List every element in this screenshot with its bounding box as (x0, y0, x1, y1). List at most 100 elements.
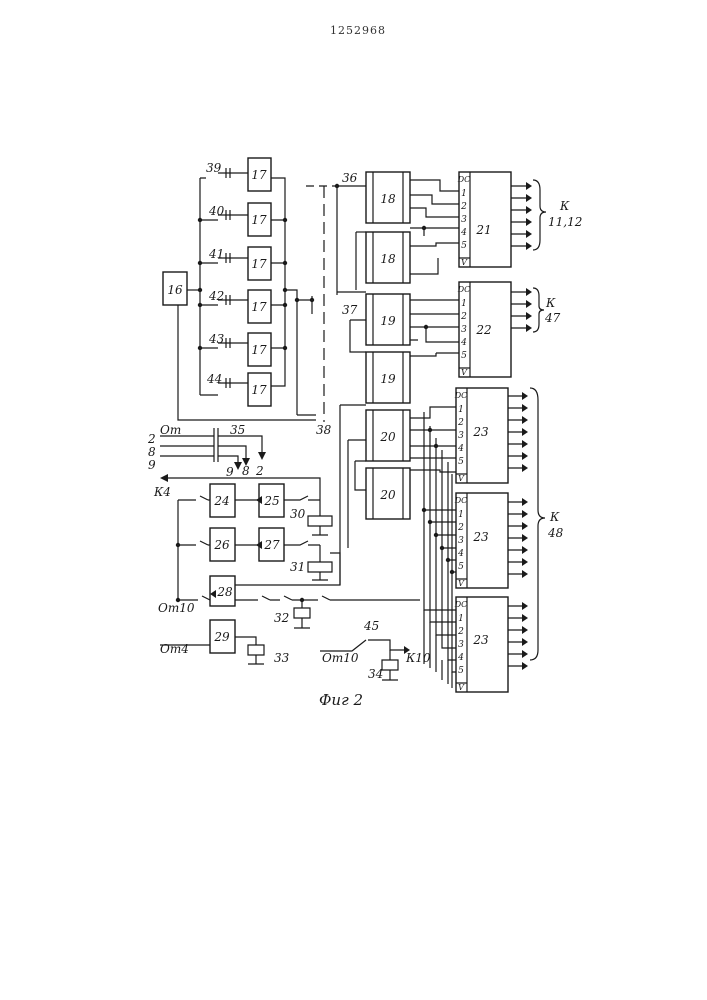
pin-23c-2: 2 (457, 627, 464, 637)
blocks-24-29: 24 25 26 27 28 29 (210, 484, 284, 653)
bus-to-23 (422, 412, 456, 688)
k-label-1: К (559, 199, 570, 213)
pin-23b-5: 5 (458, 562, 464, 572)
label-43: 43 (208, 332, 225, 346)
label-38: 38 (316, 423, 332, 437)
block-27-label: 27 (263, 538, 280, 552)
from-4-label: От4 (160, 642, 189, 656)
blocks-17: 17 17 17 17 17 17 (248, 158, 271, 406)
k-target-47: 47 (544, 311, 561, 325)
pin-22-3: 3 (461, 325, 467, 335)
block-23b-label: 23 (472, 530, 489, 544)
block-21-label: 21 (475, 223, 491, 237)
block-17-c-label: 17 (251, 257, 267, 271)
block-29-label: 29 (213, 630, 230, 644)
label-35: 35 (230, 423, 245, 437)
label-32: 32 (274, 611, 289, 625)
pin-21-1: 1 (461, 189, 467, 199)
k4-label: К4 (153, 485, 171, 499)
dc-label-23a: DC (454, 391, 468, 400)
figure-caption: Фиг 2 (319, 691, 363, 709)
input-9: 9 (148, 458, 156, 472)
pin-23c-4: 4 (457, 653, 464, 663)
block-20-a-label: 20 (379, 430, 396, 444)
label-45: 45 (363, 619, 379, 633)
block-22-label: 22 (475, 323, 491, 337)
input-from-label: От (160, 423, 181, 437)
pin-23b-4: 4 (457, 549, 464, 559)
pin-23a-3: 3 (458, 431, 464, 441)
label-44: 44 (206, 372, 222, 386)
pin-22-1: 1 (461, 299, 467, 309)
pin-21-5: 5 (461, 241, 467, 251)
pin-23c-3: 3 (458, 640, 464, 650)
label-33: 33 (274, 651, 290, 665)
dc-label-23b: DC (454, 496, 468, 505)
decoder-23-a: DC 1 2 3 4 5 V 23 (454, 388, 508, 483)
output-2: 2 (255, 464, 264, 478)
block-23a-label: 23 (472, 425, 489, 439)
block-17-b-label: 17 (251, 213, 267, 227)
pin-23b-3: 3 (458, 536, 464, 546)
block-16: 16 (163, 272, 187, 305)
k10-label: К10 (405, 651, 431, 665)
dc-label-21: DC (457, 175, 471, 184)
wiring-to-decoders (410, 180, 459, 472)
pin-23a-1: 1 (458, 405, 464, 415)
pin-22-5: 5 (461, 351, 467, 361)
block-18-b-label: 18 (380, 252, 396, 266)
decoder-21: DC 1 2 3 4 5 V 21 (457, 172, 511, 267)
label-37: 37 (342, 303, 358, 317)
pin-23b-1: 1 (458, 510, 464, 520)
label-30: 30 (290, 507, 306, 521)
input-8: 8 (148, 445, 156, 459)
block-26-label: 26 (213, 538, 230, 552)
pin-23a-4: 4 (457, 444, 464, 454)
label-36: 36 (342, 171, 358, 185)
switch-45: 45 От10 К10 34 (320, 619, 431, 681)
patent-number: 1252968 (330, 24, 386, 37)
label-31: 31 (290, 560, 305, 574)
block-17-e-label: 17 (251, 343, 267, 357)
block-17-a-label: 17 (251, 168, 267, 182)
block-23c-label: 23 (472, 633, 489, 647)
pin-23c-5: 5 (458, 666, 464, 676)
pin-22-4: 4 (460, 338, 467, 348)
label-34: 34 (368, 667, 383, 681)
input-switch-35: От 2 8 9 35 9 8 2 (147, 423, 266, 479)
output-braces: К 11,12 К 47 К 48 (530, 180, 582, 660)
buttons-39-44: 39 40 41 42 43 44 (206, 161, 248, 388)
block-24-label: 24 (213, 494, 229, 508)
dc-label-22: DC (457, 285, 471, 294)
block-28-label: 28 (216, 585, 233, 599)
pin-22-2: 2 (460, 312, 467, 322)
pin-23a-2: 2 (457, 418, 464, 428)
block-19-a-label: 19 (380, 314, 396, 328)
block-17-f-label: 17 (251, 383, 267, 397)
k-target-48: 48 (547, 526, 564, 540)
blocks-18-19-20: 18 18 19 19 20 20 36 37 38 (316, 171, 410, 519)
label-40: 40 (208, 204, 225, 218)
label-39: 39 (206, 161, 222, 175)
k-target-11-12: 11,12 (548, 215, 582, 229)
decoder-22: DC 1 2 3 4 5 V 22 (457, 282, 511, 377)
block-18-a-label: 18 (380, 192, 396, 206)
dashed-bus (306, 186, 332, 422)
input-2: 2 (147, 432, 156, 446)
pin-23a-5: 5 (458, 457, 464, 467)
block-16-label: 16 (167, 283, 183, 297)
block-19-b-label: 19 (380, 372, 396, 386)
pin-21-3: 3 (461, 215, 467, 225)
k-label-2: К (545, 296, 556, 310)
wiring-left (178, 178, 316, 420)
block-20-b-label: 20 (379, 488, 396, 502)
from-10-label-a: От10 (158, 601, 195, 615)
label-41: 41 (208, 247, 224, 261)
pin-23b-2: 2 (457, 523, 464, 533)
block-17-d-label: 17 (251, 300, 267, 314)
decoder-23-c: DC 1 2 3 4 5 V 23 (454, 597, 508, 692)
from-10-label-b: От10 (322, 651, 359, 665)
label-42: 42 (208, 289, 224, 303)
